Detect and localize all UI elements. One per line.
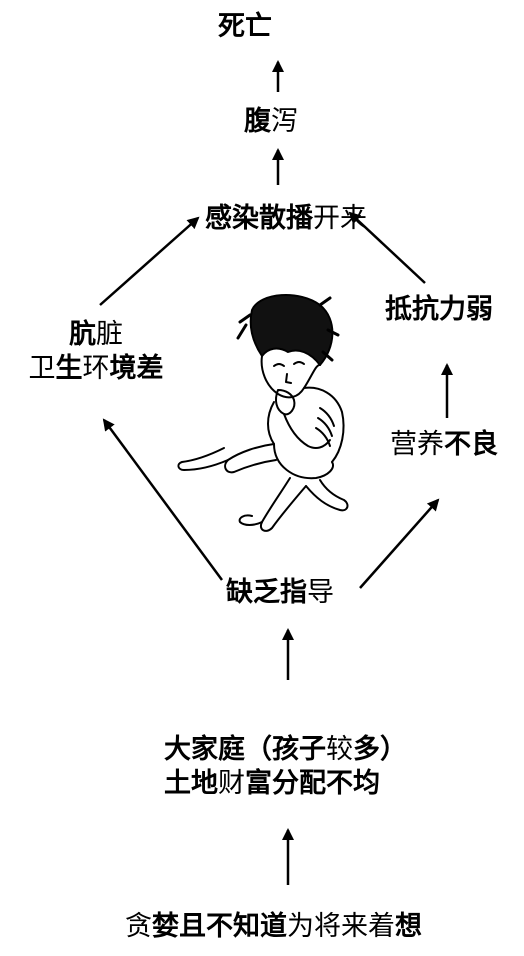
node-guidance-bold: 缺乏指 [226,577,307,608]
node-guidance: 缺乏指导 [226,576,334,610]
node-malnutrition: 营养不良 [390,428,498,462]
node-infection-normal: 开来 [313,203,367,234]
node-diarrhea-normal: 泻 [271,106,298,137]
node-death-text: 死亡 [218,11,272,42]
node-diarrhea: 腹泻 [244,105,298,139]
node-family-l2-bold: 土地 [164,768,218,799]
node-root-cause: 贪婪且不知道为将来着想 [125,910,422,944]
arrow-guidance-to-malnutrition [359,498,440,589]
node-family-l1-normal: 较 [326,734,353,765]
node-family-l2-bold2: 富分配不均 [245,768,380,799]
node-infection-bold: 感染散播 [205,203,313,234]
malnourished-child-illustration [177,294,349,532]
node-dirty-l1-bold: 肮 [69,319,96,350]
node-death: 死亡 [218,10,272,44]
node-root-n2: 为将来着 [287,911,395,942]
node-dirty-line2: 卫生环境差 [6,352,186,386]
node-family: 大家庭（孩子较多） 土地财富分配不均 [164,733,407,801]
node-malnutrition-bold: 不良 [444,429,498,460]
node-family-line1: 大家庭（孩子较多） [164,733,407,767]
node-dirty-l2-n2: 环 [82,353,110,384]
node-dirty: 肮脏 卫生环境差 [6,318,186,386]
arrow-weak-to-infection [348,211,426,284]
node-guidance-normal: 导 [307,577,334,608]
node-dirty-line1: 肮脏 [6,318,186,352]
node-family-line2: 土地财富分配不均 [164,767,407,801]
node-diarrhea-bold: 腹 [244,106,271,137]
node-root-b2: 想 [395,911,422,942]
node-family-l1-bold2: 多） [353,734,407,765]
node-dirty-l1-normal: 脏 [96,319,123,350]
arrow-dirty-to-infection [99,216,200,306]
node-root-n1: 贪 [125,911,152,942]
node-root-b1: 婪且不知道 [152,911,287,942]
node-dirty-l2-n1: 卫 [28,353,56,384]
node-family-l1-bold: 大家庭（孩子 [164,734,326,765]
arrow-guidance-to-dirty [102,418,224,581]
node-malnutrition-normal: 营养 [390,429,444,460]
node-infection: 感染散播开来 [205,202,367,236]
node-weak: 抵抗力弱 [385,293,493,327]
node-weak-text: 抵抗力弱 [385,294,493,325]
node-family-l2-normal: 财 [218,768,245,799]
node-dirty-l2-b2: 境差 [109,353,164,384]
node-dirty-l2-b1: 生 [55,353,83,384]
